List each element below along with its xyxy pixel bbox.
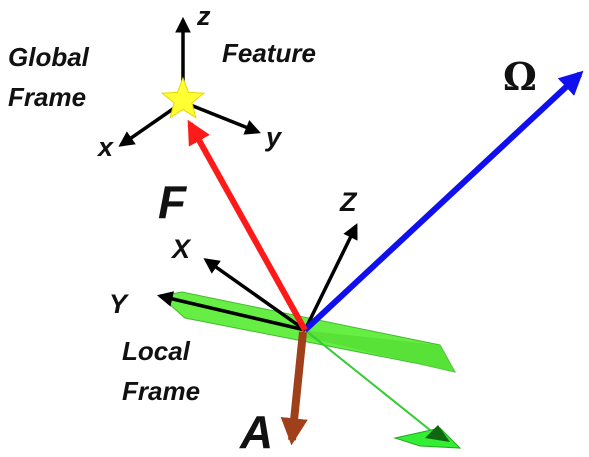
- feature-label: Feature: [222, 38, 316, 68]
- force-label: F: [158, 176, 188, 228]
- local-frame-label-line1: Local: [122, 336, 191, 366]
- local-x-label: X: [170, 234, 192, 264]
- local-z-axis: [303, 223, 358, 331]
- global-x-label: x: [96, 132, 114, 162]
- local-z-label: Z: [339, 187, 358, 217]
- star-icon: [160, 76, 206, 119]
- aircraft-fuselage: [304, 329, 441, 439]
- aircraft-fin: [425, 425, 450, 442]
- global-y-label: y: [264, 122, 283, 152]
- acceleration-vector: [280, 331, 308, 446]
- local-y-axis: [156, 291, 306, 332]
- force-vector: [187, 119, 308, 332]
- local-y-label: Y: [109, 289, 130, 319]
- aircraft-wing-shade: [300, 330, 455, 372]
- omega-label: Ω: [503, 54, 537, 99]
- global-z-label: z: [196, 1, 211, 31]
- local-frame-axes: [156, 223, 358, 332]
- local-frame-label-line2: Frame: [122, 376, 200, 406]
- aircraft-icon: [158, 291, 462, 449]
- local-x-axis: [203, 258, 307, 332]
- global-frame-label-line2: Frame: [8, 82, 86, 112]
- global-frame-label-line1: Global: [8, 42, 90, 72]
- omega-vector: [302, 70, 584, 333]
- acceleration-label: A: [239, 406, 273, 457]
- global-y-axis: [182, 100, 261, 135]
